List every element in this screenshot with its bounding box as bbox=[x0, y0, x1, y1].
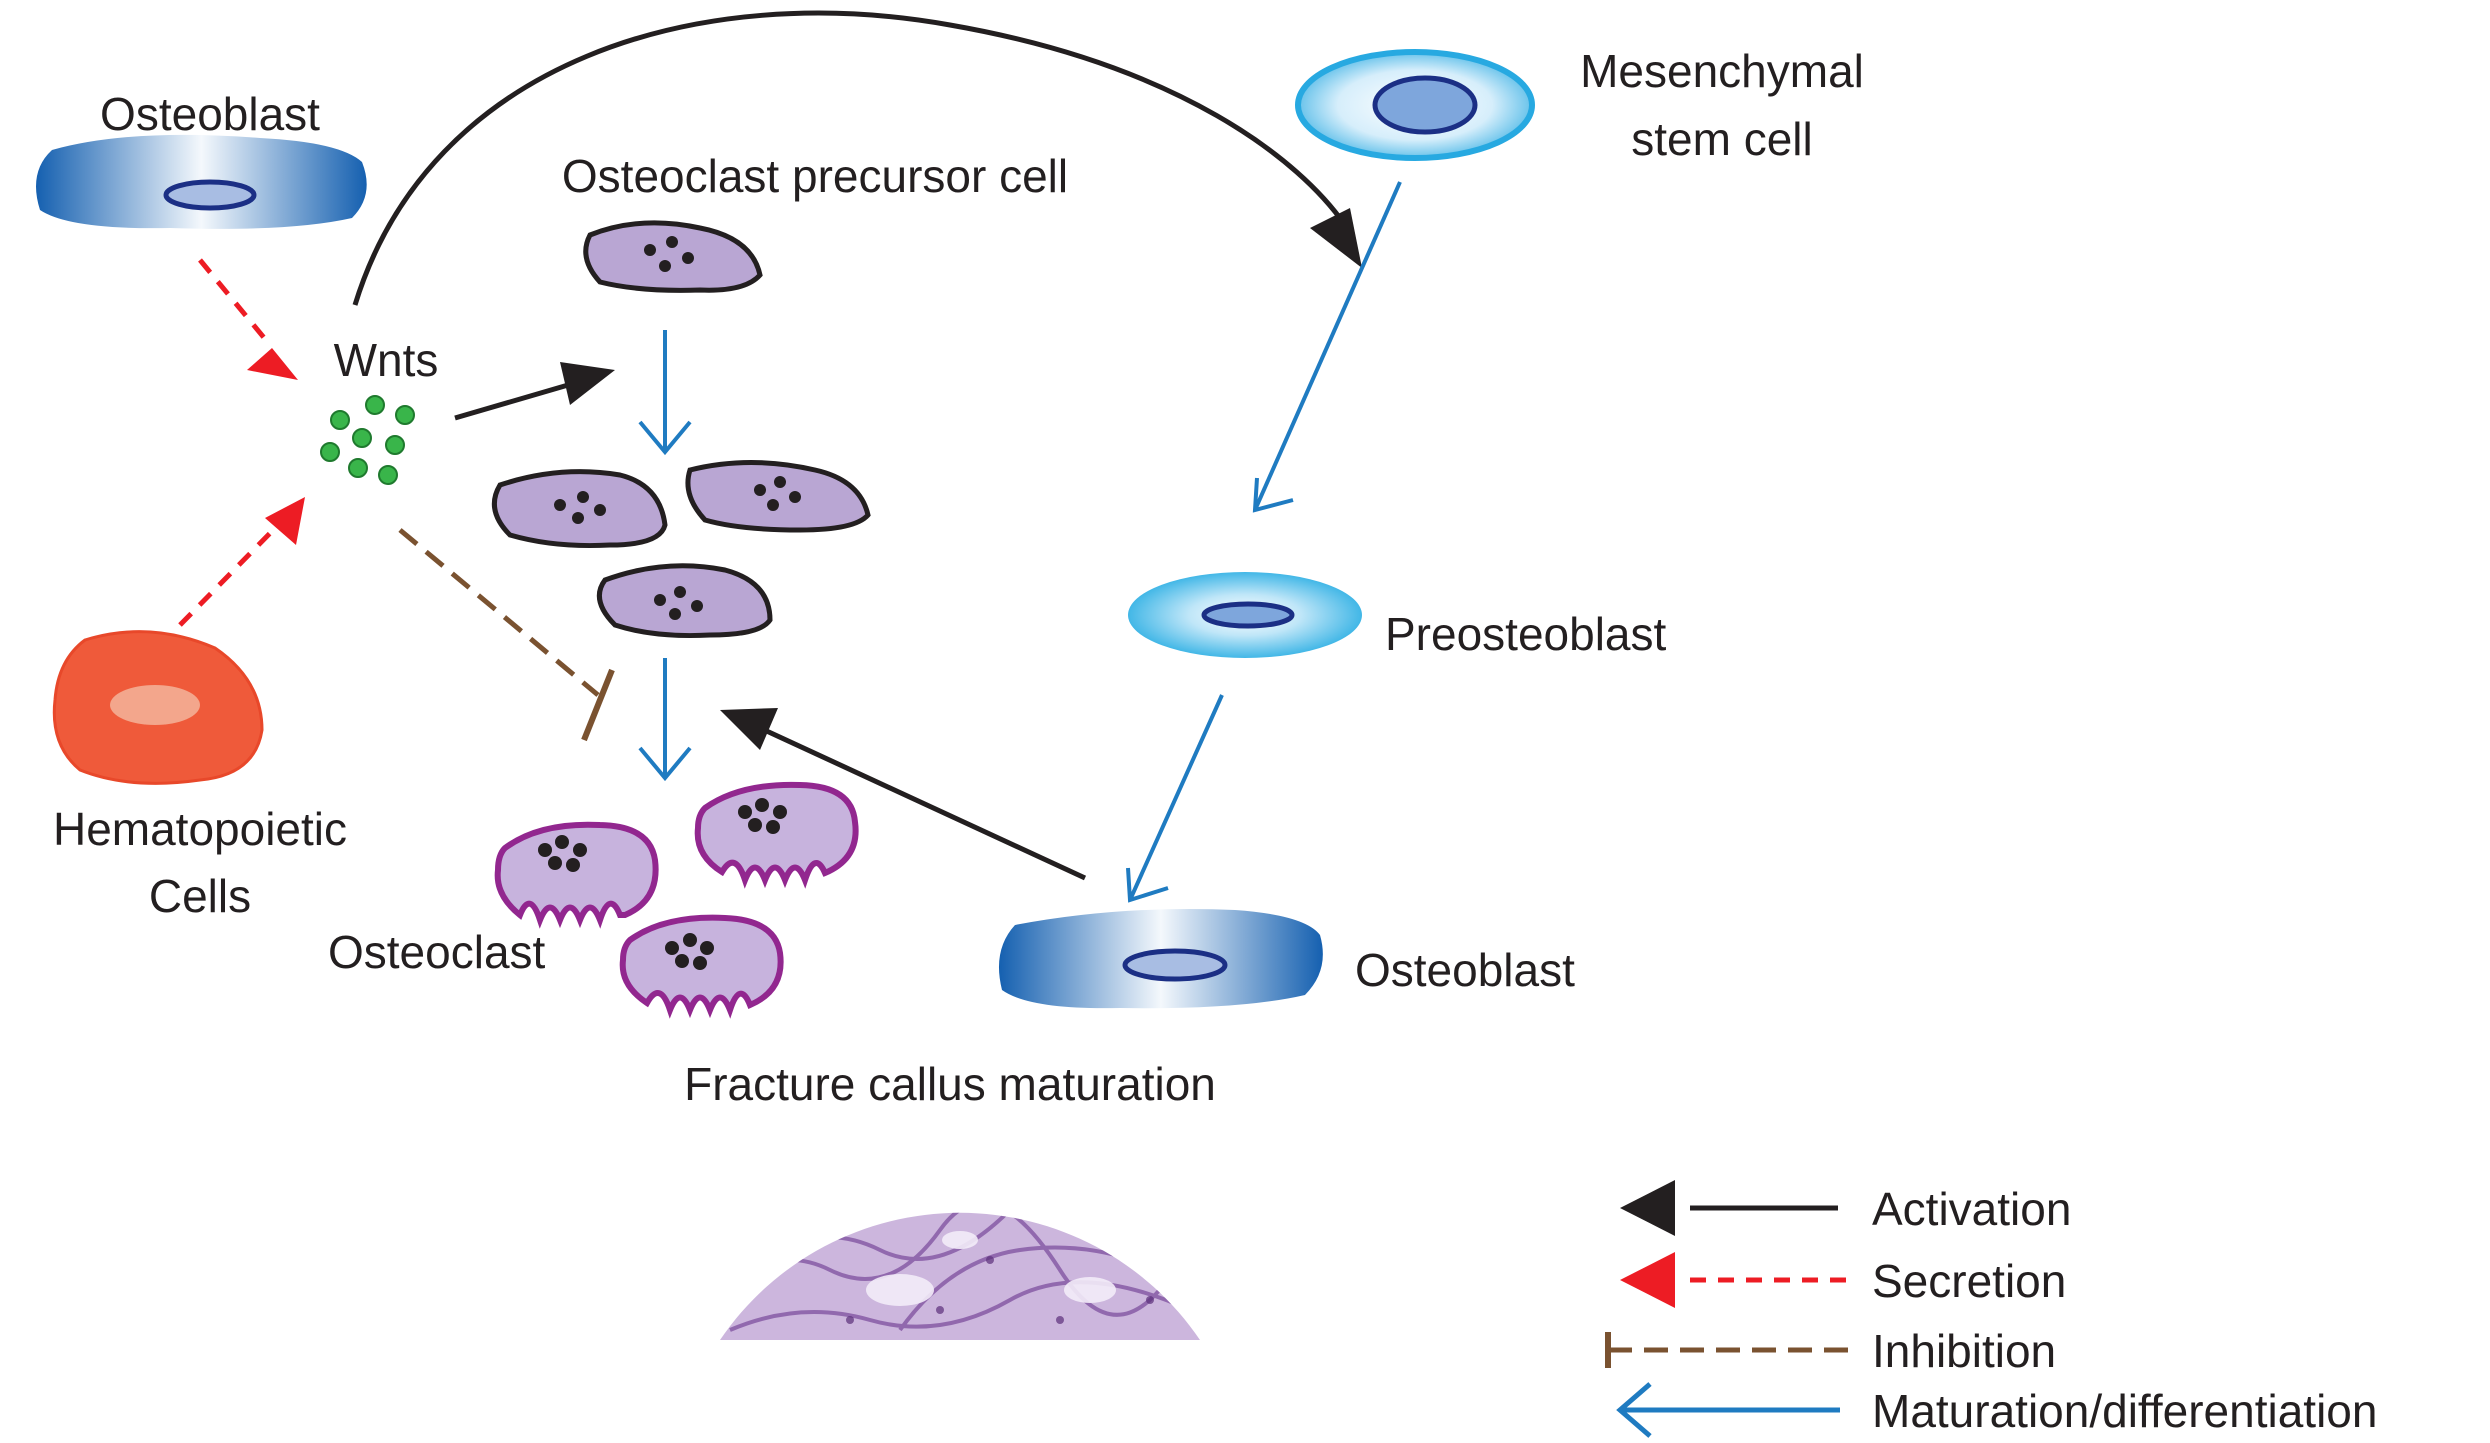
preosteoblast-label: Preosteoblast bbox=[1385, 608, 1666, 660]
preosteoblast-cell bbox=[1128, 572, 1362, 658]
legend: Activation Secretion Inhibition Maturati… bbox=[1605, 1180, 2377, 1438]
legend-maturation-label: Maturation/differentiation bbox=[1872, 1385, 2377, 1437]
legend-activation: Activation bbox=[1620, 1180, 2071, 1236]
precursor-cell-cluster bbox=[491, 460, 871, 639]
osteoblast-cell-bottom bbox=[998, 909, 1323, 1009]
hematopoietic-label-line2: Cells bbox=[149, 870, 251, 922]
maturation-arrow-precursor-to-cluster bbox=[638, 330, 692, 456]
osteoblast-bottom-label: Osteoblast bbox=[1355, 944, 1575, 996]
precursor-nuclei bbox=[554, 476, 801, 620]
maturation-arrow-cluster-to-osteoclast bbox=[638, 658, 692, 782]
legend-secretion: Secretion bbox=[1620, 1252, 2066, 1308]
mesenchymal-stem-cell bbox=[1295, 49, 1535, 161]
maturation-arrow-preosteoblast-to-osteoblast bbox=[1126, 694, 1224, 903]
msc-label-line2: stem cell bbox=[1631, 113, 1812, 165]
osteoclast-label: Osteoclast bbox=[328, 926, 546, 978]
legend-activation-label: Activation bbox=[1872, 1183, 2071, 1235]
inhibition-arrow-wnts-to-osteoclast bbox=[398, 528, 615, 742]
osteoblast-cell-top bbox=[36, 134, 367, 229]
secretion-arrow-hematopoietic-to-wnts bbox=[178, 497, 305, 627]
wnts-label: Wnts bbox=[334, 334, 439, 386]
osteoclast-nuclei bbox=[538, 798, 787, 970]
maturation-arrow-msc-to-preosteoblast bbox=[1252, 181, 1402, 513]
osteoclast-cells bbox=[494, 781, 859, 1019]
activation-arc-osteoblast-to-msc bbox=[352, 10, 1362, 306]
osteoblast-top-label: Osteoblast bbox=[100, 88, 320, 140]
legend-secretion-label: Secretion bbox=[1872, 1255, 2066, 1307]
legend-inhibition: Inhibition bbox=[1605, 1325, 2056, 1377]
legend-inhibition-label: Inhibition bbox=[1872, 1325, 2056, 1377]
activation-arrow-osteoblast-to-osteoclast bbox=[720, 708, 1087, 881]
hematopoietic-label-line1: Hematopoietic bbox=[53, 803, 347, 855]
legend-maturation: Maturation/differentiation bbox=[1616, 1382, 2377, 1438]
msc-label-line1: Mesenchymal bbox=[1580, 45, 1864, 97]
secretion-arrow-osteoblast-to-wnts bbox=[198, 258, 298, 380]
callus-label: Fracture callus maturation bbox=[684, 1058, 1216, 1110]
osteoclast-precursor-cell bbox=[583, 220, 763, 293]
wnt-ligand-cluster bbox=[320, 395, 415, 485]
precursor-label: Osteoclast precursor cell bbox=[562, 150, 1068, 202]
hematopoietic-cell bbox=[52, 630, 264, 785]
activation-arrow-wnts-to-precursor bbox=[454, 362, 615, 421]
